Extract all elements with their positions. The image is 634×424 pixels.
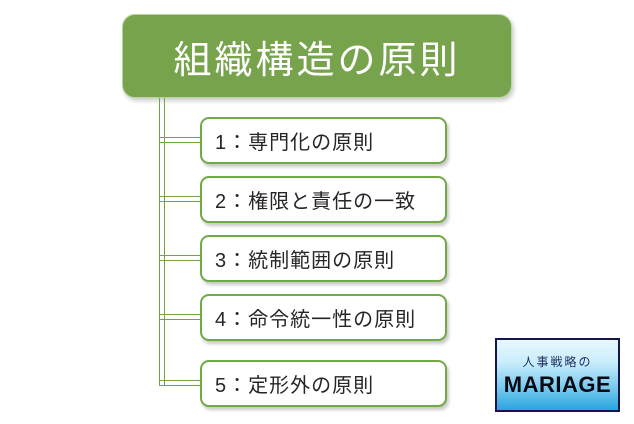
diagram-title: 組織構造の原則: [173, 39, 461, 82]
principle-box-2: 2：権限と責任の一致: [200, 176, 447, 223]
principle-label: 5：定形外の原則: [215, 375, 375, 397]
logo-brand-name: MARIAGE: [503, 371, 612, 397]
connector-branch-1: [159, 137, 202, 143]
title-box: 組織構造の原則: [122, 14, 512, 98]
principle-box-4: 4：命令統一性の原則: [200, 294, 447, 341]
connector-trunk: [159, 98, 165, 386]
logo-tagline: 人事戦略の: [522, 354, 593, 369]
connector-branch-2: [159, 196, 202, 202]
connector-branch-5: [159, 380, 202, 386]
principle-box-5: 5：定形外の原則: [200, 360, 447, 407]
principle-label: 2：権限と責任の一致: [215, 191, 417, 213]
brand-logo: 人事戦略の MARIAGE: [495, 338, 620, 412]
principle-label: 4：命令統一性の原則: [215, 309, 417, 331]
principle-box-1: 1：専門化の原則: [200, 117, 447, 164]
connector-branch-3: [159, 255, 202, 261]
connector-branch-4: [159, 314, 202, 320]
principle-box-3: 3：統制範囲の原則: [200, 235, 447, 282]
principle-label: 3：統制範囲の原則: [215, 250, 396, 272]
principle-label: 1：専門化の原則: [215, 132, 375, 154]
